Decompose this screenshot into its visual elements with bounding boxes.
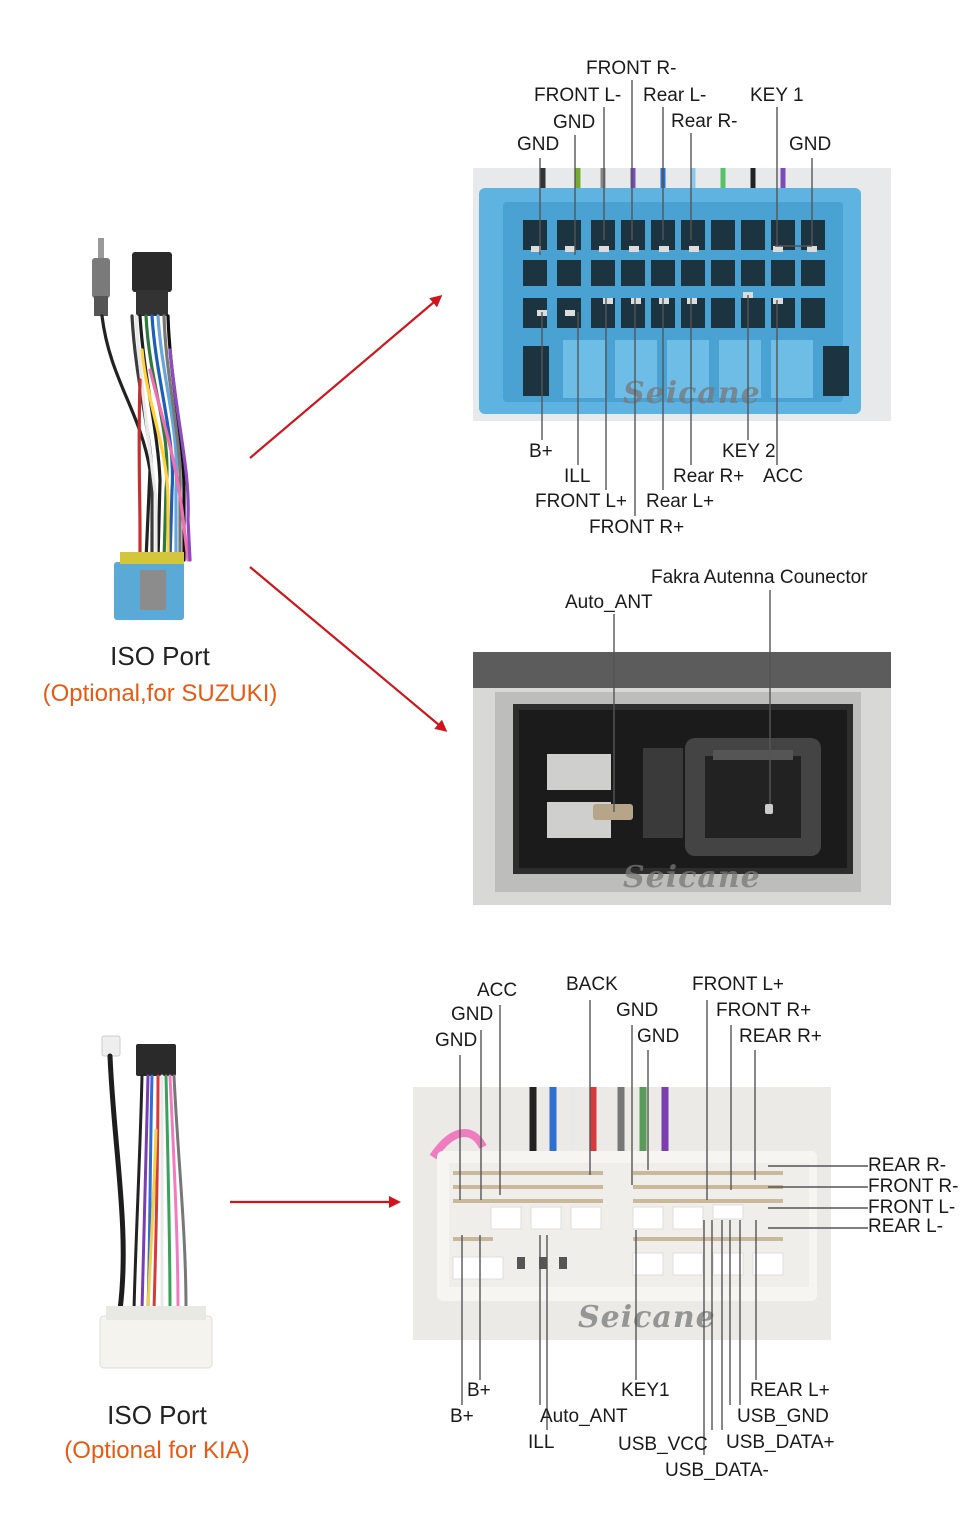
kia-label-usb-data-plus: USB_DATA+ [726, 1432, 835, 1453]
kia-label-front-l-plus: FRONT L+ [692, 974, 785, 995]
suzuki-label-front-l-minus: FRONT L- [534, 85, 622, 106]
kia-label-acc: ACC [477, 980, 518, 1001]
suzuki-label-front-l-plus: FRONT L+ [535, 491, 628, 512]
suzuki-label-gnd-2: GND [553, 112, 596, 133]
suzuki-port-title: ISO Port [110, 641, 210, 671]
suzuki-label-rear-l-minus: Rear L- [643, 85, 707, 106]
suzuki-port-subtitle: (Optional,for SUZUKI) [42, 680, 278, 707]
suzuki-label-front-r-plus: FRONT R+ [589, 517, 685, 538]
suzuki-harness-image [92, 238, 192, 620]
suzuki-label-rear-r-plus: Rear R+ [673, 466, 745, 487]
kia-port-title: ISO Port [107, 1400, 207, 1430]
suzuki-label-b-plus: B+ [529, 441, 553, 462]
suzuki-label-rear-l-plus: Rear L+ [646, 491, 715, 512]
kia-label-gnd-4: GND [637, 1026, 680, 1047]
kia-label-gnd-3: GND [616, 1000, 659, 1021]
antenna-label-auto-ant: Auto_ANT [565, 592, 653, 613]
kia-label-b-plus-1: B+ [467, 1380, 491, 1401]
kia-label-key1: KEY1 [621, 1380, 670, 1401]
kia-label-gnd-2: GND [435, 1030, 478, 1051]
suzuki-label-gnd-1: GND [517, 134, 560, 155]
suzuki-label-ill: ILL [564, 466, 591, 487]
kia-label-rear-r-plus: REAR R+ [739, 1026, 822, 1047]
antenna-connector-photo: Seicane [473, 652, 891, 905]
kia-label-front-l-minus: FRONT L- [868, 1197, 956, 1218]
suzuki-label-acc: ACC [763, 466, 804, 487]
kia-label-rear-r-minus: REAR R- [868, 1155, 947, 1176]
arrow-to-suzuki-connector [249, 295, 443, 459]
kia-port-subtitle: (Optional for KIA) [64, 1437, 250, 1464]
kia-label-gnd-1: GND [451, 1004, 494, 1025]
kia-label-front-r-minus: FRONT R- [868, 1176, 959, 1197]
kia-label-rear-l-plus: REAR L+ [750, 1380, 830, 1401]
kia-label-rear-l-minus: REAR L- [868, 1216, 943, 1237]
kia-label-b-plus-2: B+ [450, 1406, 474, 1427]
kia-connector-photo: Seicane [413, 1087, 831, 1340]
arrow-to-antenna-connector [249, 566, 448, 732]
kia-harness-image [99, 1035, 213, 1369]
kia-label-front-r-plus: FRONT R+ [716, 1000, 812, 1021]
kia-label-usb-gnd: USB_GND [737, 1406, 829, 1427]
suzuki-label-front-r-minus: FRONT R- [586, 58, 677, 79]
suzuki-label-key1: KEY 1 [750, 85, 804, 106]
kia-label-ill: ILL [528, 1432, 555, 1453]
suzuki-label-gnd-3: GND [789, 134, 832, 155]
suzuki-label-key2: KEY 2 [722, 441, 776, 462]
kia-label-usb-data-minus: USB_DATA- [665, 1460, 769, 1481]
suzuki-label-rear-r-minus: Rear R- [671, 111, 738, 132]
kia-label-auto-ant: Auto_ANT [540, 1406, 628, 1427]
kia-photo-watermark: Seicane [578, 1300, 716, 1335]
antenna-label-fakra: Fakra Autenna Counector [651, 567, 868, 588]
kia-label-usb-vcc: USB_VCC [618, 1434, 708, 1455]
kia-label-back: BACK [566, 974, 618, 995]
antenna-photo-watermark: Seicane [623, 860, 761, 895]
